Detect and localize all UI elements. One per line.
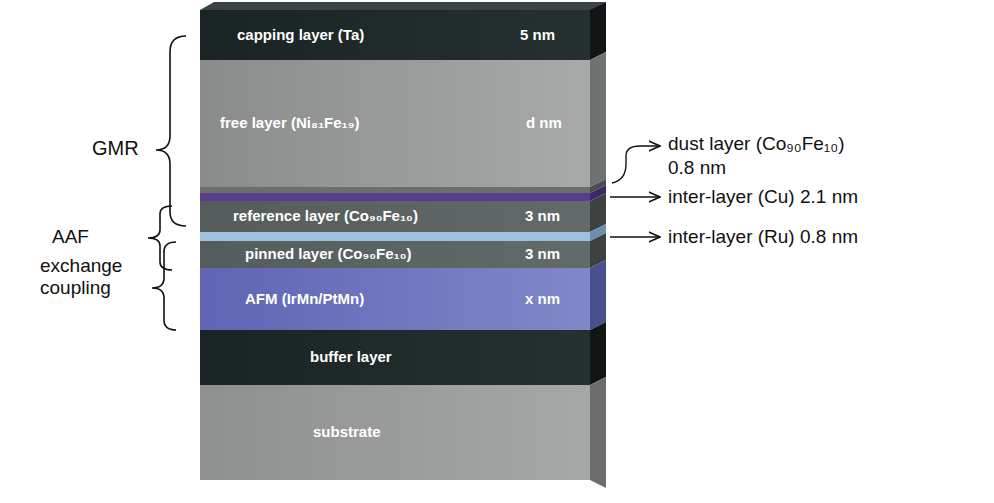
group-bracket-label: GMR [92, 137, 139, 160]
layer-band: reference layer (Co₉₀Fe₁₀) 3 nm [200, 201, 590, 232]
group-bracket-label: AAF [52, 226, 89, 248]
layer-thickness: x nm [525, 291, 560, 308]
callout-label: inter-layer (Cu) 2.1 nm [668, 186, 858, 208]
layer-name: free layer (Ni₈₁Fe₁₉) [220, 115, 360, 132]
layer-name: pinned layer (Co₉₀Fe₁₀) [245, 246, 412, 263]
dust-layer [200, 187, 590, 193]
layer-band: pinned layer (Co₉₀Fe₁₀) 3 nm [200, 241, 590, 268]
callout-label: 0.8 nm [668, 157, 726, 179]
layer-band: AFM (IrMn/PtMn) x nm [200, 268, 590, 330]
ru-layer [200, 232, 590, 241]
layer-name: substrate [313, 424, 381, 441]
side-faces [590, 2, 606, 488]
layer-name: AFM (IrMn/PtMn) [245, 291, 364, 308]
leader-lines [610, 146, 660, 237]
layer-band: substrate [200, 385, 590, 480]
callout-label: dust layer (Co₉₀Fe₁₀) [668, 133, 844, 155]
layer-band: free layer (Ni₈₁Fe₁₉) d nm [200, 60, 590, 187]
layer-thickness: 5 nm [520, 27, 555, 44]
layer-name: capping layer (Ta) [237, 27, 364, 44]
layer-name: buffer layer [310, 349, 392, 366]
layer-band: capping layer (Ta) 5 nm [200, 10, 590, 60]
top-face [200, 2, 606, 10]
layer-thickness: d nm [526, 115, 562, 132]
layer-band: buffer layer [200, 330, 590, 385]
layer-name: reference layer (Co₉₀Fe₁₀) [233, 208, 418, 225]
callout-label: inter-layer (Ru) 0.8 nm [668, 226, 858, 248]
group-bracket-label: exchange coupling [40, 255, 152, 299]
layer-thickness: 3 nm [525, 246, 560, 263]
brackets [148, 36, 186, 330]
layer-thickness: 3 nm [525, 208, 560, 225]
cu-layer [200, 193, 590, 201]
